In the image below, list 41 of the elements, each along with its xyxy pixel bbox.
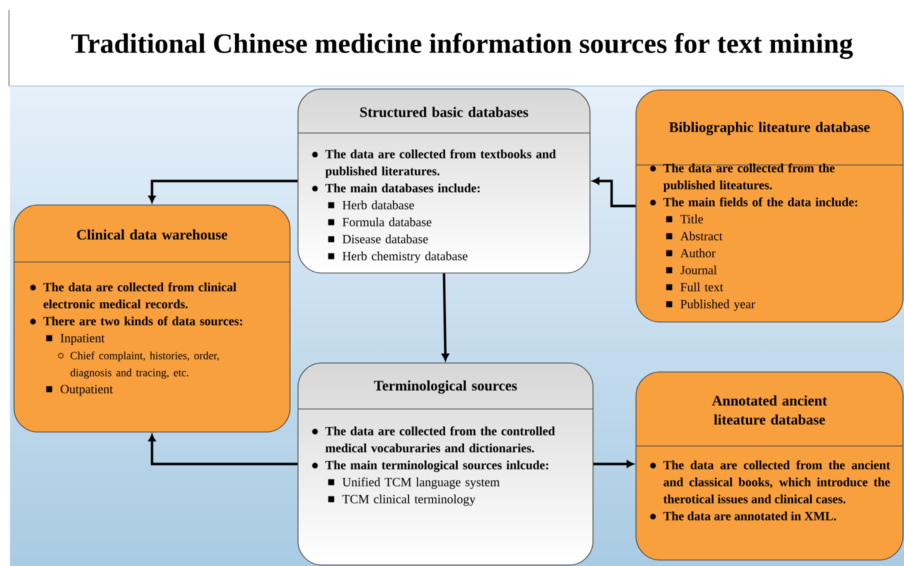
list-item: The data are annotated in XML. — [650, 512, 836, 520]
box-heading: Bibliographic liteature database — [669, 122, 870, 136]
list-item: Chief complaint, histories, order, diagnosis and tracing, etc. — [58, 351, 219, 379]
list-item: The main databases include: — [312, 184, 480, 192]
list-item: The data are collected from clinical electronic medical records. — [30, 282, 236, 308]
list-item: There are two kinds of data sources: — [30, 316, 242, 326]
arrow — [148, 180, 298, 203]
box-heading: Annotated ancient liteature database — [712, 395, 828, 425]
list-item: The data are collected from the controlled medical vocaburaries and dictionaries. — [312, 426, 555, 452]
list-item: Published year — [666, 300, 756, 311]
list-item: Herb chemistry database — [328, 252, 468, 263]
list-item: The data are collected from the ancient and classical books, which introduce the therotical issues and clinical cases. — [650, 460, 890, 504]
arrow — [442, 273, 449, 361]
list-item: Disease database — [328, 234, 428, 244]
list-item: Formula database — [328, 218, 432, 226]
database-box — [14, 204, 290, 432]
list-item: Abstract — [666, 232, 722, 240]
list-item: The main fields of the data include: — [650, 197, 858, 206]
arrow — [592, 177, 636, 208]
list-item: The main terminological sources inlcude: — [312, 460, 548, 472]
database-box — [636, 90, 904, 322]
box-heading: Clinical data warehouse — [77, 229, 228, 240]
list-item: The data are collected from textbooks and published literatures. — [312, 149, 556, 178]
list-item: Herb database — [328, 200, 414, 210]
list-item: Inpatient — [46, 334, 105, 345]
list-item: Unified TCM language system — [328, 477, 500, 489]
database-box — [636, 372, 904, 560]
list-item: Full text — [666, 282, 724, 292]
list-item: Author — [666, 248, 716, 258]
list-item: The data are collected from the published liteatures. — [650, 163, 835, 192]
database-box — [298, 362, 594, 566]
box-heading: Structured basic databases — [360, 106, 528, 118]
title: Traditional Chinese medicine information sources for text mining — [71, 33, 853, 59]
database-box — [298, 88, 590, 274]
arrow — [593, 460, 634, 468]
list-item: Journal — [666, 266, 717, 274]
list-item: TCM clinical terminology — [328, 494, 476, 506]
box-heading: Terminological sources — [374, 380, 517, 394]
list-item: Title — [666, 214, 703, 224]
list-item: Outpatient — [46, 384, 113, 396]
arrow — [148, 434, 298, 466]
